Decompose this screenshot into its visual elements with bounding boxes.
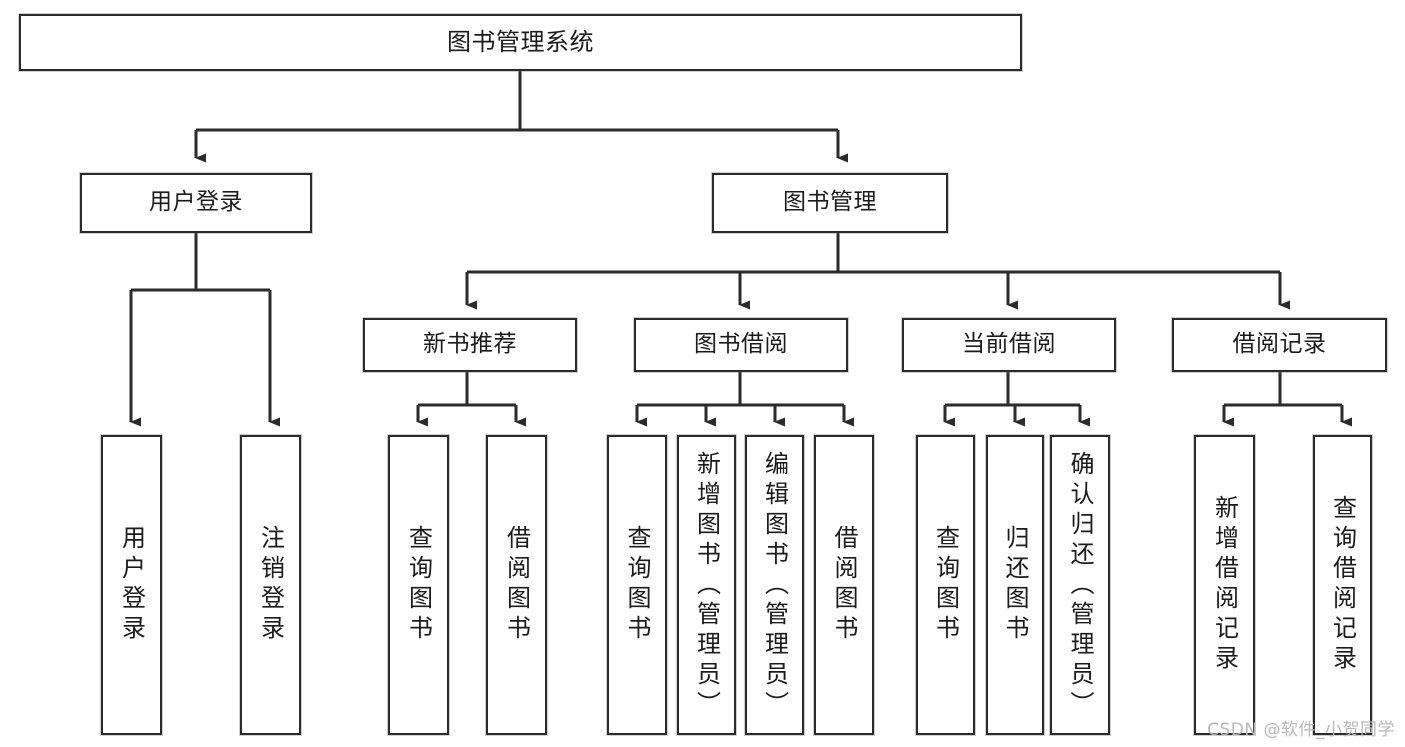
node-label: 借阅图书 [830, 525, 858, 645]
node-label: 新增借阅记录 [1210, 495, 1239, 675]
node-book-borrow[interactable]: 图书借阅 [634, 318, 848, 372]
node-leaf-query-record[interactable]: 查询借阅记录 [1313, 435, 1372, 735]
node-leaf-add-record[interactable]: 新增借阅记录 [1194, 435, 1255, 735]
node-label: 归还图书 [1001, 525, 1029, 645]
node-leaf-query-book-2[interactable]: 查询图书 [607, 435, 667, 735]
node-label: 图书管理 [783, 189, 877, 216]
node-leaf-user-login[interactable]: 用户登录 [101, 435, 162, 735]
node-label: 用户登录 [117, 525, 146, 645]
node-leaf-return-book[interactable]: 归还图书 [986, 435, 1044, 735]
node-leaf-user-logout[interactable]: 注销登录 [240, 435, 301, 735]
node-label: 注销登录 [256, 525, 285, 645]
node-user-login[interactable]: 用户登录 [80, 173, 312, 233]
node-leaf-add-book[interactable]: 新增图书（管理员） [677, 435, 736, 735]
node-book-manage[interactable]: 图书管理 [712, 173, 948, 233]
node-borrow-record[interactable]: 借阅记录 [1172, 318, 1387, 372]
csdn-watermark: CSDN @软件_小贺同学 [1207, 720, 1395, 740]
node-current-borrow[interactable]: 当前借阅 [902, 318, 1116, 372]
node-label: 新书推荐 [423, 331, 517, 358]
node-label: 编辑图书（管理员） [760, 451, 789, 721]
node-leaf-borrow-book-2[interactable]: 借阅图书 [814, 435, 874, 735]
node-leaf-query-book-1[interactable]: 查询图书 [388, 435, 449, 735]
node-leaf-query-book-3[interactable]: 查询图书 [916, 435, 975, 735]
node-leaf-borrow-book-1[interactable]: 借阅图书 [486, 435, 547, 735]
node-label: 图书管理系统 [447, 28, 594, 57]
node-label: 用户登录 [149, 189, 243, 216]
node-label: 新增图书（管理员） [692, 451, 721, 721]
node-leaf-edit-book[interactable]: 编辑图书（管理员） [745, 435, 804, 735]
node-label: 确认归还（管理员） [1066, 451, 1094, 721]
node-label: 图书借阅 [694, 331, 788, 358]
node-label: 借阅图书 [502, 525, 531, 645]
node-new-book-recommend[interactable]: 新书推荐 [363, 318, 577, 372]
node-label: 查询图书 [931, 525, 960, 645]
node-label: 查询图书 [404, 525, 433, 645]
node-label: 查询借阅记录 [1328, 495, 1357, 675]
node-label: 借阅记录 [1232, 331, 1327, 358]
node-label: 查询图书 [623, 525, 651, 645]
node-root-system[interactable]: 图书管理系统 [19, 14, 1022, 71]
node-label: 当前借阅 [962, 331, 1056, 358]
node-leaf-confirm-return[interactable]: 确认归还（管理员） [1050, 435, 1110, 735]
